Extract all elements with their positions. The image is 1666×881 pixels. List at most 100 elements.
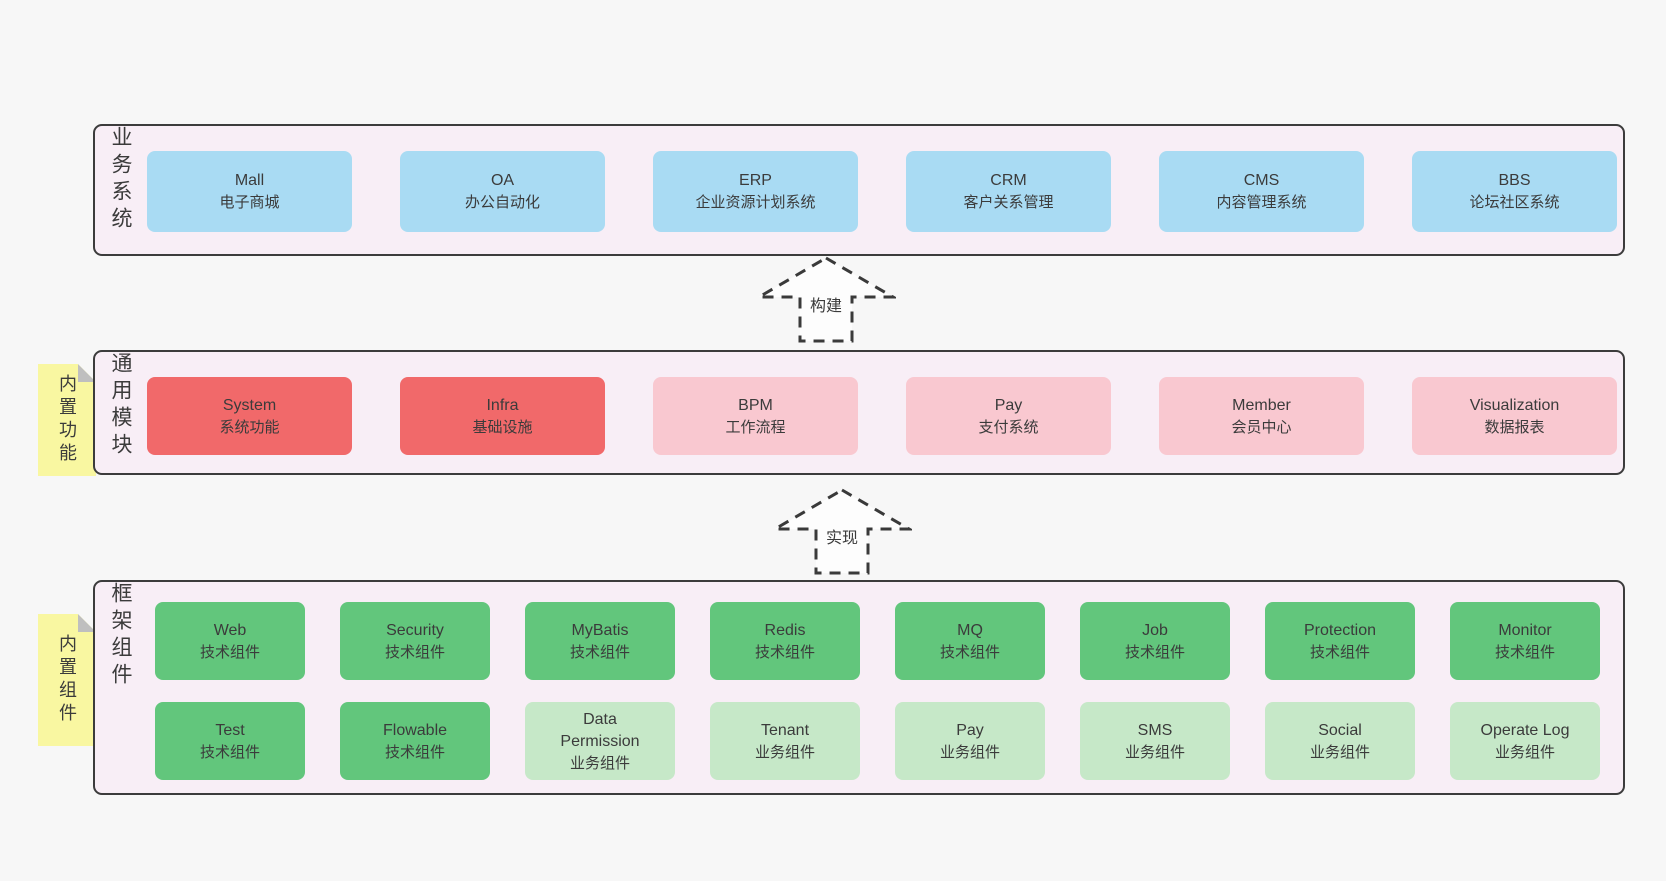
box-operate-log: Operate Log 业务组件: [1450, 702, 1600, 780]
box-subtitle: 技术组件: [1309, 643, 1370, 661]
box-subtitle: 业务组件: [1124, 743, 1185, 761]
box-title: Pay: [956, 721, 984, 739]
box-title: SMS: [1137, 721, 1173, 739]
box-title: Member: [1232, 396, 1291, 414]
dashed-up-arrow-icon: 实现: [772, 488, 912, 575]
box-subtitle: 技术组件: [199, 743, 260, 761]
box-title: Web: [213, 621, 247, 639]
box-title: ERP: [739, 172, 772, 189]
box-subtitle: 技术组件: [569, 643, 630, 661]
box-subtitle: 技术组件: [199, 643, 260, 661]
box-subtitle: 技术组件: [939, 643, 1000, 661]
box-pay: Pay 业务组件: [895, 702, 1045, 780]
box-title: BPM: [738, 396, 773, 414]
box-subtitle: 业务组件: [1309, 743, 1370, 761]
box-subtitle: 技术组件: [1124, 643, 1185, 661]
box-title: Redis: [764, 621, 806, 639]
box-subtitle: 业务组件: [1494, 743, 1555, 761]
box-title: CRM: [990, 172, 1027, 189]
box-title: Test: [215, 721, 245, 739]
box-subtitle: 系统功能: [219, 418, 280, 436]
box-title: Pay: [994, 396, 1023, 414]
box-subtitle: 电子商城: [219, 194, 280, 211]
box-infra: Infra 基础设施: [400, 377, 605, 455]
box-subtitle: 技术组件: [384, 743, 445, 761]
panel-title-business-systems: 业务系统: [109, 126, 132, 234]
box-subtitle: 业务组件: [939, 743, 1000, 761]
box-title: OA: [490, 172, 515, 189]
box-subtitle: 基础设施: [472, 418, 533, 436]
box-subtitle: 业务组件: [754, 743, 815, 761]
box-flowable: Flowable 技术组件: [340, 702, 490, 780]
box-title: MyBatis: [571, 621, 629, 639]
box-test: Test 技术组件: [155, 702, 305, 780]
box-title: Job: [1142, 621, 1168, 639]
box-social: Social 业务组件: [1265, 702, 1415, 780]
box-subtitle: 技术组件: [1494, 643, 1555, 661]
box-bbs: BBS 论坛社区系统: [1412, 151, 1617, 232]
box-pay: Pay 支付系统: [906, 377, 1111, 455]
dashed-up-arrow-icon: 构建: [756, 256, 896, 343]
box-subtitle: 支付系统: [978, 418, 1039, 436]
box-subtitle: 会员中心: [1231, 418, 1292, 436]
box-mybatis: MyBatis 技术组件: [525, 602, 675, 680]
box-subtitle: 业务组件: [569, 754, 630, 772]
box-tenant: Tenant 业务组件: [710, 702, 860, 780]
box-title: Flowable: [382, 721, 448, 739]
sticky-note-label: 内置组件: [57, 634, 77, 726]
box-monitor: Monitor 技术组件: [1450, 602, 1600, 680]
box-subtitle: 论坛社区系统: [1469, 194, 1560, 211]
sticky-note-built-in-components: 内置组件: [38, 614, 96, 746]
box-title: BBS: [1498, 172, 1531, 189]
panel-title-common-modules: 通用模块: [109, 352, 132, 460]
sticky-note-built-in-features: 内置功能: [38, 364, 96, 476]
box-title: Security: [386, 621, 444, 639]
box-bpm: BPM 工作流程: [653, 377, 858, 455]
box-subtitle: 技术组件: [754, 643, 815, 661]
box-subtitle: 内容管理系统: [1216, 194, 1307, 211]
box-title: System: [222, 396, 277, 414]
box-title: CMS: [1243, 172, 1280, 189]
box-sms: SMS 业务组件: [1080, 702, 1230, 780]
box-title: Monitor: [1498, 621, 1552, 639]
box-title: Visualization: [1469, 396, 1560, 414]
box-member: Member 会员中心: [1159, 377, 1364, 455]
box-title: Operate Log: [1480, 721, 1570, 739]
panel-title-framework-components: 框架组件: [109, 582, 132, 690]
panel-common-modules: 通用模块 System 系统功能 Infra 基础设施 BPM 工作流程 Pay 支付系统 Me…: [93, 350, 1625, 475]
box-job: Job 技术组件: [1080, 602, 1230, 680]
box-subtitle: 办公自动化: [464, 194, 540, 211]
box-title: Protection: [1303, 621, 1377, 639]
dashed-up-arrow-build: 构建: [756, 255, 896, 345]
box-data-permission: Data Permission 业务组件: [525, 702, 675, 780]
box-subtitle: 技术组件: [384, 643, 445, 661]
box-visualization: Visualization 数据报表: [1412, 377, 1617, 455]
box-cms: CMS 内容管理系统: [1159, 151, 1364, 232]
dashed-up-arrow-implement: 实现: [772, 487, 912, 577]
box-title: Tenant: [760, 721, 810, 739]
box-title: Social: [1318, 721, 1362, 739]
box-system: System 系统功能: [147, 377, 352, 455]
box-subtitle: 企业资源计划系统: [695, 194, 816, 211]
common-modules-row: System 系统功能 Infra 基础设施 BPM 工作流程 Pay 支付系统 Member 会…: [147, 377, 1617, 455]
box-subtitle: 工作流程: [725, 418, 786, 436]
box-oa: OA 办公自动化: [400, 151, 605, 232]
box-security: Security 技术组件: [340, 602, 490, 680]
box-erp: ERP 企业资源计划系统: [653, 151, 858, 232]
box-redis: Redis 技术组件: [710, 602, 860, 680]
box-title: Data Permission: [560, 710, 640, 750]
box-subtitle: 数据报表: [1484, 418, 1545, 436]
box-protection: Protection 技术组件: [1265, 602, 1415, 680]
sticky-note-label: 内置功能: [57, 374, 77, 466]
arrow-label-build: 构建: [810, 297, 842, 315]
box-title: Infra: [486, 396, 519, 414]
